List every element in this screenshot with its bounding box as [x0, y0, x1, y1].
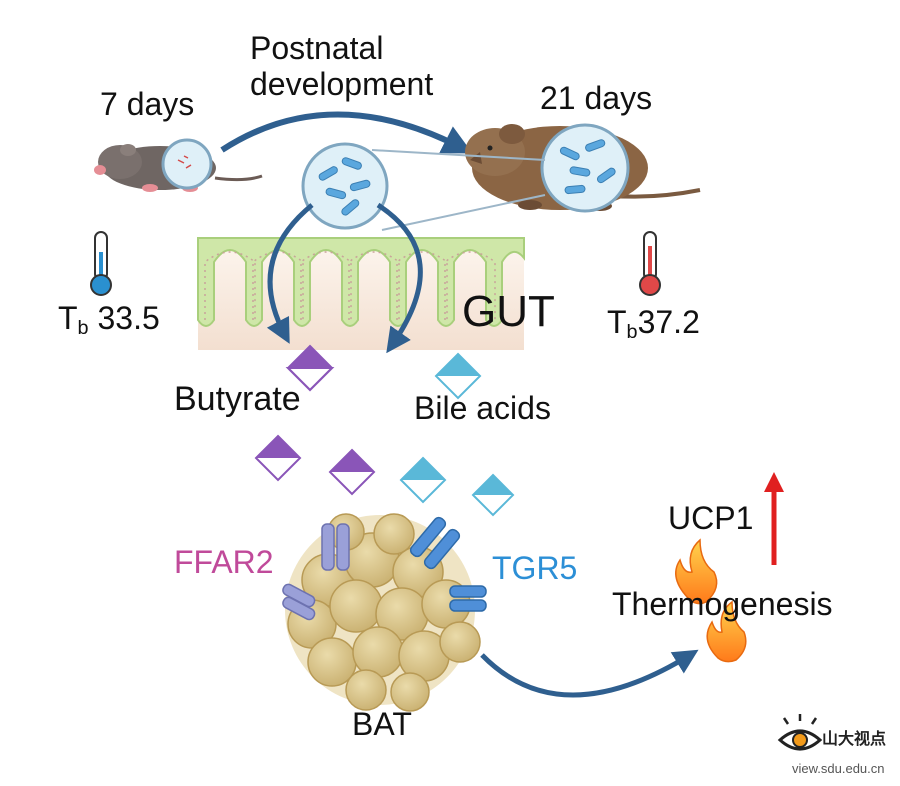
gut-illustration — [197, 237, 525, 350]
temp-value: 33.5 — [88, 300, 160, 336]
butyrate-molecule-2 — [254, 434, 302, 482]
watermark-logo-icon — [777, 714, 823, 751]
temp-symbol: T — [58, 300, 78, 336]
age-old-label: 21 days — [540, 80, 653, 116]
temp-value: 37.2 — [637, 304, 700, 340]
temp-subscript: b — [77, 316, 89, 339]
thermometer-cold-icon — [90, 231, 112, 296]
tgr5-label: TGR5 — [492, 550, 578, 586]
microbiota-to-bile-acids-arrow — [376, 202, 423, 354]
bile-acid-molecule-3 — [471, 473, 515, 517]
temp-subscript: b — [626, 320, 638, 343]
thermometer-hot-icon — [639, 231, 661, 296]
gut-label: GUT — [462, 287, 555, 336]
flame-icon-upper — [675, 538, 718, 605]
butyrate-label: Butyrate — [174, 380, 301, 418]
bat-label: BAT — [352, 706, 412, 742]
body-temperature-young: Tb 33.5 — [58, 302, 160, 339]
temp-symbol: T — [607, 304, 627, 340]
microbiota-to-butyrate-arrow — [266, 203, 314, 344]
butyrate-molecule-3 — [328, 448, 376, 496]
ffar2-label: FFAR2 — [174, 544, 274, 580]
young-microbiota-bubble — [161, 138, 213, 190]
bile-acid-molecule-1 — [434, 352, 482, 400]
title-line-1: Postnatal — [250, 30, 384, 66]
ffar2-receptor-top — [321, 523, 350, 571]
flame-icon-lower — [706, 600, 747, 663]
adult-microbiota-bubble — [540, 123, 630, 213]
age-young-label: 7 days — [100, 86, 195, 122]
gut-microbiota-bubble — [301, 142, 389, 230]
bat-to-thermogenesis-arrow — [480, 649, 699, 698]
postnatal-development-arrow — [220, 111, 473, 154]
butyrate-molecule-1 — [285, 344, 335, 392]
watermark-name: 山大视点 — [822, 731, 887, 748]
title-line-2: development — [250, 66, 434, 102]
body-temperature-old: Tb37.2 — [607, 306, 700, 343]
thermogenesis-label: Thermogenesis — [612, 586, 833, 622]
bile-acids-label: Bile acids — [414, 390, 551, 426]
tgr5-receptor-top — [409, 516, 461, 570]
watermark-url: view.sdu.edu.cn — [792, 761, 885, 776]
tgr5-receptor-side — [449, 585, 487, 612]
bile-acid-molecule-2 — [399, 456, 447, 504]
ucp1-label: UCP1 — [668, 500, 754, 536]
ffar2-receptor-side — [282, 583, 316, 621]
